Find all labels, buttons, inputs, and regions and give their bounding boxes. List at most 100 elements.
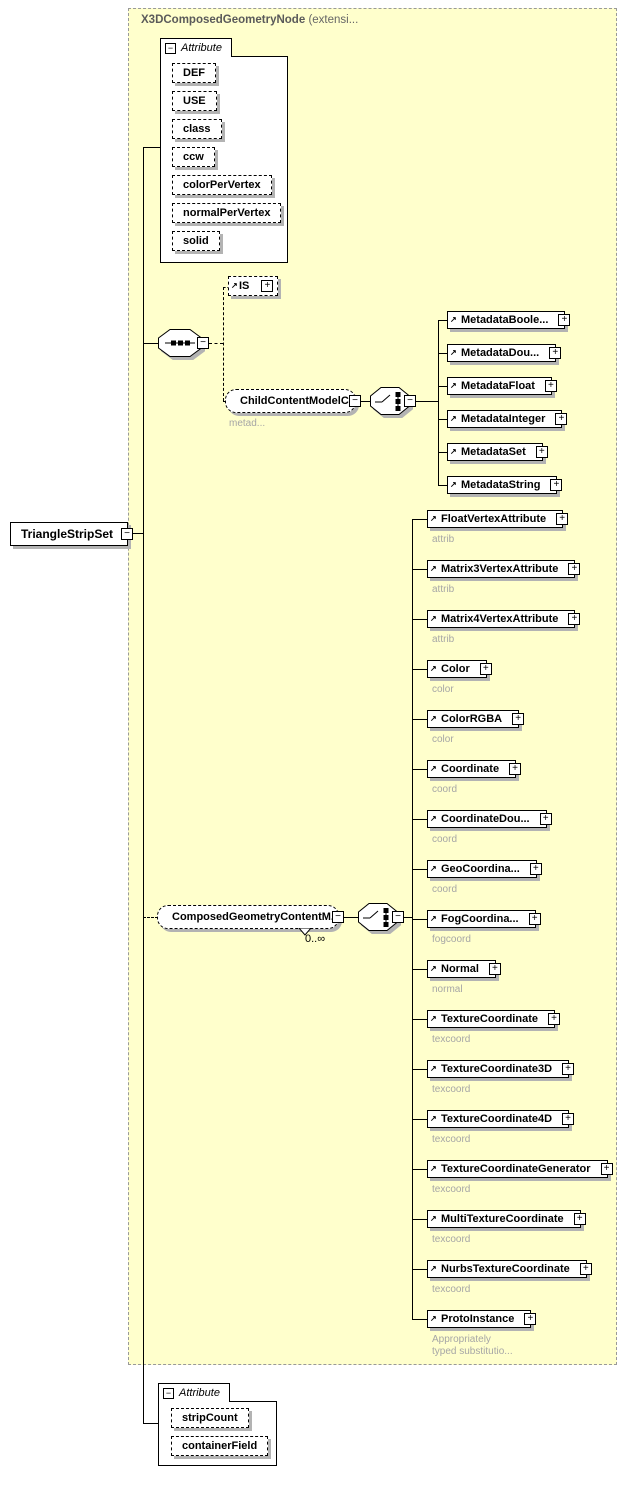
element-label: TextureCoordinate3D <box>441 1063 553 1075</box>
element-row: ↗ MetadataString + <box>438 476 618 509</box>
expand-icon[interactable]: + <box>488 963 501 975</box>
attribute-use[interactable]: USE <box>172 91 217 111</box>
expand-icon[interactable]: + <box>556 513 569 525</box>
collapse-icon[interactable]: − <box>121 528 134 540</box>
expand-icon[interactable]: + <box>261 280 274 292</box>
element-label: FogCoordina... <box>441 913 519 925</box>
connector-line <box>412 569 428 570</box>
expand-icon[interactable]: + <box>512 713 525 725</box>
substitution-arrow-icon: ↗ <box>430 1064 437 1073</box>
element-metadataset[interactable]: ↗MetadataSet+ <box>447 443 548 461</box>
element-texturecoordinate3d[interactable]: ↗ TextureCoordinate3D + <box>427 1060 575 1078</box>
sequence-icon[interactable] <box>158 329 202 362</box>
element-metadataboolean[interactable]: ↗MetadataBoole...+ <box>447 311 571 329</box>
attribute-colorpervertex[interactable]: colorPerVertex <box>172 175 272 195</box>
expand-icon[interactable]: + <box>539 813 552 825</box>
connector-line <box>412 1319 428 1320</box>
element-coordinatedouble[interactable]: ↗CoordinateDou...+ <box>427 810 552 828</box>
collapse-icon[interactable]: − <box>197 337 209 349</box>
element-row: ↗TextureCoordinateGenerator+ texcoord <box>412 1160 625 1210</box>
connector-line <box>438 419 448 420</box>
expand-icon[interactable]: + <box>528 913 541 925</box>
element-nurbstexturecoordinate[interactable]: ↗NurbsTextureCoordinate+ <box>427 1260 592 1278</box>
element-geocoordinate[interactable]: ↗GeoCoordina...+ <box>427 860 542 878</box>
collapse-icon[interactable]: − <box>165 42 176 54</box>
expand-icon[interactable]: + <box>509 763 522 775</box>
attribute-stripcount[interactable]: stripCount <box>171 1408 249 1428</box>
collapse-icon[interactable]: − <box>163 1387 174 1399</box>
connector-line <box>412 1219 428 1220</box>
attribute-label: class <box>183 123 211 135</box>
expand-icon[interactable]: + <box>479 663 492 675</box>
collapse-icon[interactable]: − <box>392 911 404 923</box>
expand-icon[interactable]: + <box>535 446 548 458</box>
element-metadatafloat[interactable]: ↗MetadataFloat+ <box>447 377 557 395</box>
group-composedgeometrycontent[interactable]: ComposedGeometryContentM... − <box>157 905 344 929</box>
element-coordinate[interactable]: ↗Coordinate+ <box>427 760 522 778</box>
expand-icon[interactable]: + <box>547 1013 560 1025</box>
connector-line <box>412 719 428 720</box>
collapse-icon[interactable]: − <box>332 911 344 923</box>
expand-icon[interactable]: + <box>562 1063 575 1075</box>
element-sublabel: color <box>432 684 454 695</box>
expand-icon[interactable]: + <box>600 1163 613 1175</box>
element-floatvertexattribute[interactable]: ↗FloatVertexAttribute+ <box>427 510 569 528</box>
element-fogcoordinate[interactable]: ↗FogCoordina...+ <box>427 910 541 928</box>
attribute-class[interactable]: class <box>172 119 222 139</box>
expand-icon[interactable]: + <box>524 1313 537 1325</box>
extension-type-name: X3DComposedGeometryNode <box>141 14 306 26</box>
expand-icon[interactable]: + <box>544 380 557 392</box>
connector-line <box>412 1069 428 1070</box>
element-label: MetadataString <box>461 479 541 491</box>
connector-line-dashed <box>223 287 224 401</box>
attribute-solid[interactable]: solid <box>172 231 220 251</box>
element-normal[interactable]: ↗Normal+ <box>427 960 501 978</box>
expand-icon[interactable]: + <box>558 314 571 326</box>
element-is[interactable]: ↗ IS + <box>228 276 279 296</box>
attribute-containerfield[interactable]: containerField <box>171 1436 269 1456</box>
expand-icon[interactable]: + <box>529 863 542 875</box>
attribute-group-label: Attribute <box>181 42 222 54</box>
element-protoinstance[interactable]: ↗ProtoInstance+ <box>427 1310 537 1328</box>
group-childcontentmodel[interactable]: ChildContentModelC... − <box>225 389 361 413</box>
element-row: ↗TextureCoordinate4D+ texcoord <box>412 1110 625 1160</box>
element-texturecoordinategenerator[interactable]: ↗TextureCoordinateGenerator+ <box>427 1160 613 1178</box>
element-colorrgba[interactable]: ↗ColorRGBA+ <box>427 710 525 728</box>
expand-icon[interactable]: + <box>555 413 568 425</box>
attribute-label: solid <box>183 235 209 247</box>
collapse-icon[interactable]: − <box>349 395 361 407</box>
expand-icon[interactable]: + <box>568 613 581 625</box>
expand-icon[interactable]: + <box>549 347 562 359</box>
choice-icon[interactable] <box>370 387 410 420</box>
collapse-icon[interactable]: − <box>404 395 416 407</box>
expand-icon[interactable]: + <box>562 1113 575 1125</box>
expand-icon[interactable]: + <box>568 563 581 575</box>
attribute-group-tab[interactable]: − Attribute <box>158 1383 230 1402</box>
element-metadatadouble[interactable]: ↗MetadataDou...+ <box>447 344 562 362</box>
element-matrix3vertexattribute[interactable]: ↗Matrix3VertexAttribute+ <box>427 560 581 578</box>
element-metadatainteger[interactable]: ↗MetadataInteger+ <box>447 410 568 428</box>
element-texturecoordinate4d[interactable]: ↗TextureCoordinate4D+ <box>427 1110 575 1128</box>
choice-icon[interactable] <box>358 903 398 936</box>
connector-line <box>412 969 428 970</box>
element-color[interactable]: ↗Color+ <box>427 660 492 678</box>
attribute-normalpervertex[interactable]: normalPerVertex <box>172 203 282 223</box>
element-sublabel: Appropriately typed substitutio... <box>432 1334 513 1357</box>
expand-icon[interactable]: + <box>579 1263 592 1275</box>
element-metadatastring[interactable]: ↗ MetadataString + <box>447 476 563 494</box>
group-sublabel: metad... <box>229 418 266 429</box>
expand-icon[interactable]: + <box>573 1213 586 1225</box>
element-trianglestripset[interactable]: TriangleStripSet − <box>10 522 134 546</box>
expand-icon[interactable]: + <box>550 479 563 491</box>
element-matrix4vertexattribute[interactable]: ↗Matrix4VertexAttribute+ <box>427 610 581 628</box>
connector-line <box>412 619 428 620</box>
element-multitexturecoordinate[interactable]: ↗MultiTextureCoordinate+ <box>427 1210 586 1228</box>
element-row: ↗Coordinate+ coord <box>412 760 625 810</box>
connector-line <box>412 669 428 670</box>
attribute-ccw[interactable]: ccw <box>172 147 215 167</box>
element-sublabel: texcoord <box>432 1284 471 1295</box>
substitution-arrow-icon: ↗ <box>450 480 457 489</box>
element-texturecoordinate[interactable]: ↗TextureCoordinate+ <box>427 1010 560 1028</box>
attribute-def[interactable]: DEF <box>172 63 216 83</box>
attribute-group-tab[interactable]: − Attribute <box>160 38 232 57</box>
